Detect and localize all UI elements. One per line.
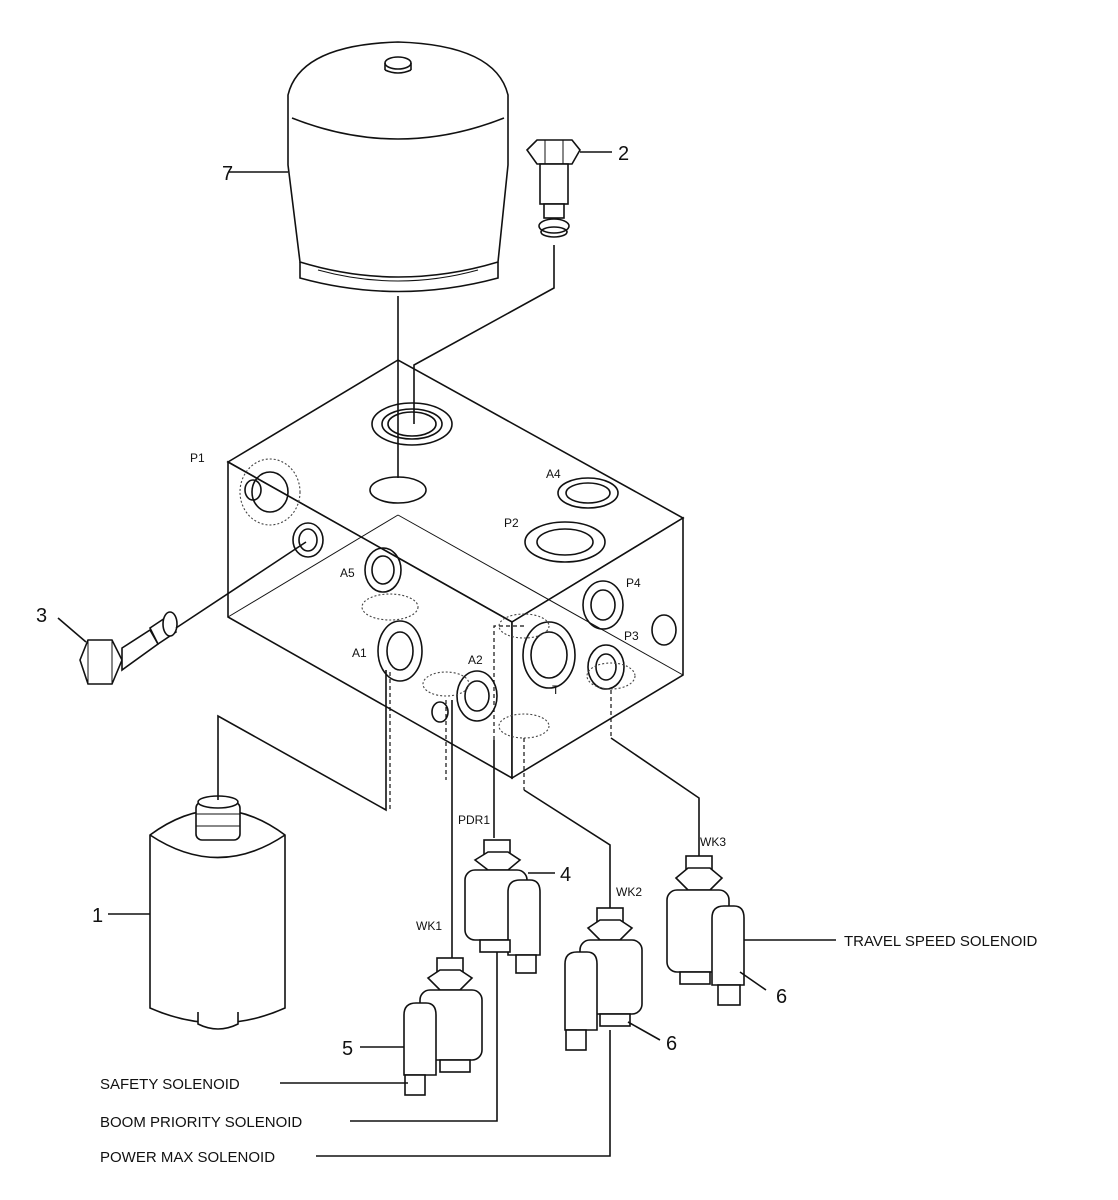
part-number-6-lower: 6 — [666, 1033, 677, 1055]
part-number-7: 7 — [222, 163, 233, 185]
part-number-6-right: 6 — [776, 986, 787, 1008]
caption-boom-priority-solenoid: BOOM PRIORITY SOLENOID — [100, 1114, 302, 1131]
part-number-5: 5 — [342, 1038, 353, 1060]
port-label-p2: P2 — [504, 516, 519, 530]
port-labels: P1 A4 P2 A5 P4 P3 A1 A2 T PDR1 WK1 WK2 W… — [190, 451, 726, 933]
port-label-p3: P3 — [624, 629, 639, 643]
filter — [149, 795, 286, 1030]
solenoid-6-wk2 — [564, 907, 643, 1051]
port-label-a2: A2 — [468, 653, 483, 667]
caption-travel-speed-solenoid: TRAVEL SPEED SOLENOID — [844, 933, 1038, 950]
port-label-p1: P1 — [190, 451, 205, 465]
port-label-wk1: WK1 — [416, 919, 442, 933]
solenoid-5 — [403, 957, 483, 1096]
solenoid-4 — [464, 839, 541, 974]
part-number-3: 3 — [36, 605, 47, 627]
port-label-t: T — [552, 683, 560, 697]
part-number-2: 2 — [618, 143, 629, 165]
port-label-a1: A1 — [352, 646, 367, 660]
port-label-a5: A5 — [340, 566, 355, 580]
plug-left — [79, 611, 178, 685]
solenoid-6-wk3 — [666, 855, 745, 1006]
port-label-pdr1: PDR1 — [458, 813, 490, 827]
caption-power-max-solenoid: POWER MAX SOLENOID — [100, 1149, 275, 1166]
assembly-lines — [57, 151, 836, 1157]
port-label-p4: P4 — [626, 576, 641, 590]
port-label-wk3: WK3 — [700, 835, 726, 849]
caption-safety-solenoid: SAFETY SOLENOID — [100, 1076, 240, 1093]
plug-upper — [525, 139, 581, 238]
solenoid-captions: TRAVEL SPEED SOLENOID SAFETY SOLENOID BO… — [100, 933, 1038, 1166]
part-number-1: 1 — [92, 905, 103, 927]
manifold-block — [226, 359, 685, 780]
port-label-wk2: WK2 — [616, 885, 642, 899]
port-label-a4: A4 — [546, 467, 561, 481]
part-numbers: 7 2 3 1 4 5 6 6 — [36, 143, 787, 1060]
part-number-4: 4 — [560, 864, 571, 886]
accumulator — [287, 41, 509, 293]
